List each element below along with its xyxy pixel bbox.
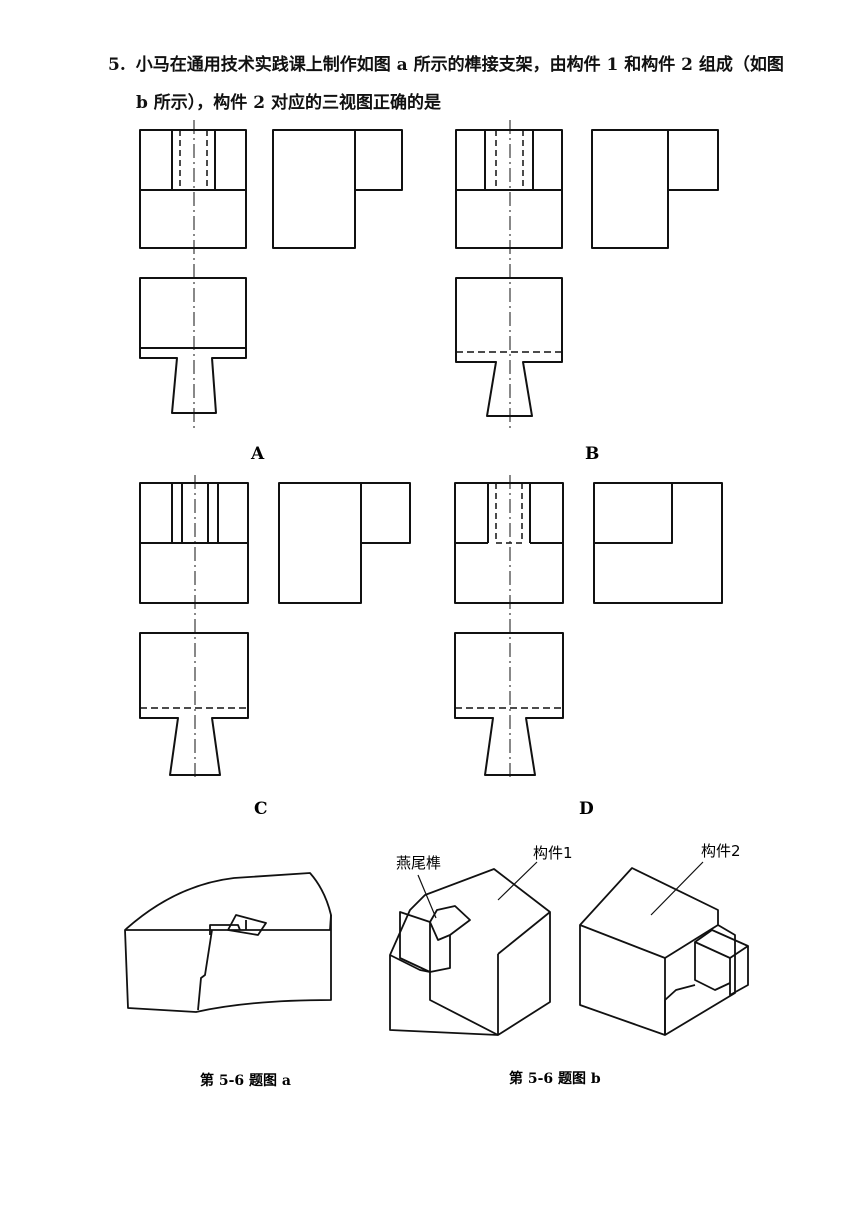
option-c-top-view (139, 632, 249, 776)
question-line-1: 5. 小马在通用技术实践课上制作如图 a 所示的榫接支架，由构件 1 和构件 2 … (108, 50, 784, 75)
option-b-top-view (455, 277, 563, 417)
option-d-views (454, 475, 723, 780)
option-c-side-view (278, 482, 411, 604)
option-d-label[interactable]: D (579, 799, 594, 819)
option-a-top-view (139, 277, 247, 414)
option-d-front-view (454, 482, 564, 604)
option-b-side-view (591, 129, 719, 249)
option-a-side-view (272, 129, 403, 249)
option-b-label[interactable]: B (585, 444, 599, 464)
option-a-label[interactable]: A (250, 444, 265, 464)
question-line-2: b 所示），构件 2 对应的三视图正确的是 (136, 93, 441, 113)
question-text-1: 小马在通用技术实践课上制作如图 a 所示的榫接支架，由构件 1 和构件 2 组成… (135, 55, 784, 75)
figure-b-parts (389, 861, 749, 1036)
figure-a-assembly (124, 872, 332, 1013)
question-number: 5. (108, 55, 126, 75)
option-b-views (455, 120, 719, 428)
option-d-side-view (593, 482, 723, 604)
dovetail-label: 燕尾榫 (396, 854, 441, 872)
option-c-label[interactable]: C (254, 799, 268, 819)
part1-label: 构件1 (533, 844, 573, 862)
option-d-top-view (454, 632, 564, 776)
figure-b-caption: 第 5-6 题图 b (509, 1070, 601, 1087)
option-a-views (139, 120, 403, 428)
part2-label: 构件2 (701, 842, 741, 860)
figure-a-caption: 第 5-6 题图 a (200, 1072, 291, 1089)
option-c-views (139, 475, 411, 780)
